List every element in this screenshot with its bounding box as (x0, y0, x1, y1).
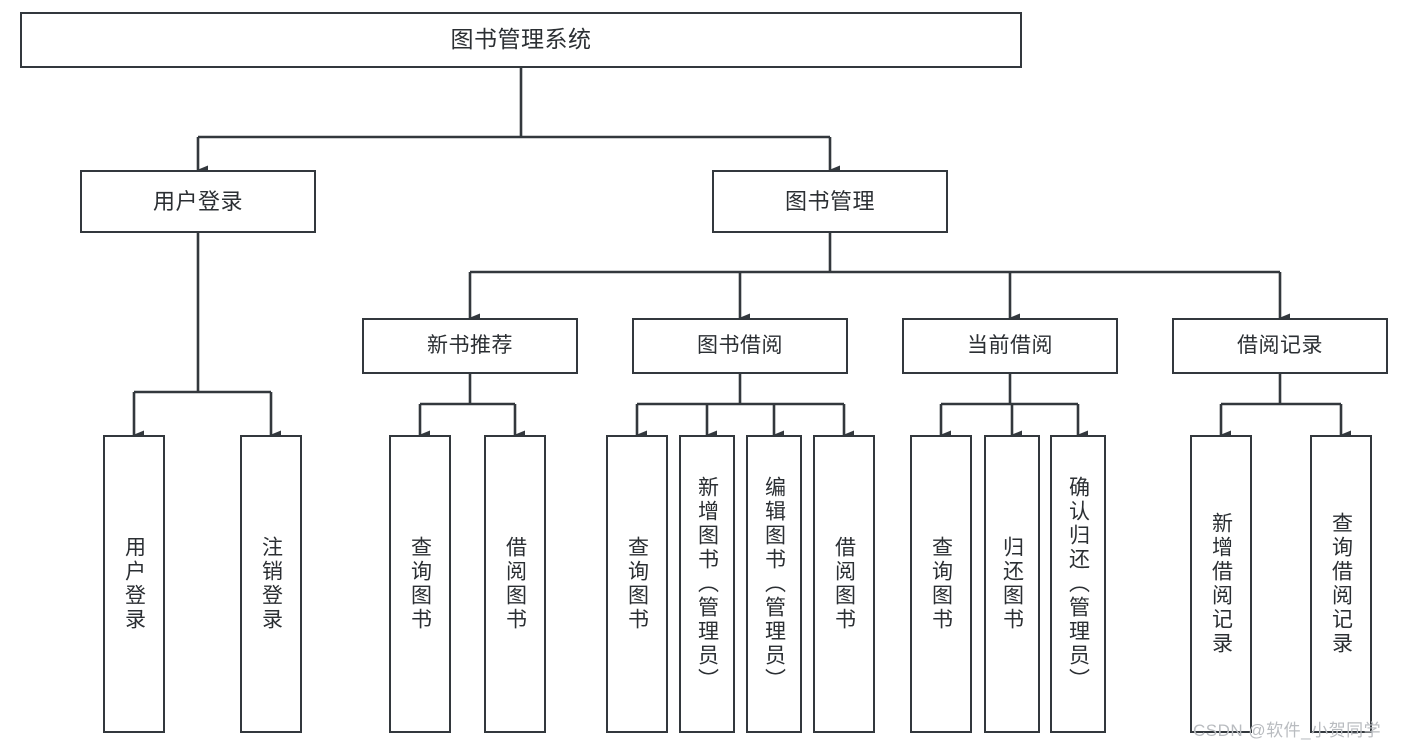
node-label: 借阅记录 (1237, 333, 1323, 357)
edge-group (132, 68, 1351, 440)
node-label: 新书推荐 (427, 333, 513, 357)
leaf-query-book-current[interactable]: 查询图书 (910, 435, 972, 733)
node-label: 新增借阅记录 (1209, 512, 1233, 656)
leaf-confirm-return-admin[interactable]: 确认归还（管理员） (1050, 435, 1106, 733)
leaf-add-borrow-record[interactable]: 新增借阅记录 (1190, 435, 1252, 733)
node-label: 新增图书（管理员） (695, 476, 719, 692)
node-current-borrow[interactable]: 当前借阅 (902, 318, 1118, 374)
node-label: 图书借阅 (697, 333, 783, 357)
leaf-return-book[interactable]: 归还图书 (984, 435, 1040, 733)
node-label: 借阅图书 (832, 536, 856, 632)
leaf-query-book-borrow[interactable]: 查询图书 (606, 435, 668, 733)
node-user-login[interactable]: 用户登录 (80, 170, 316, 233)
node-label: 注销登录 (259, 536, 283, 632)
node-label: 查询图书 (625, 536, 649, 632)
node-label: 查询图书 (929, 536, 953, 632)
leaf-add-book-admin[interactable]: 新增图书（管理员） (679, 435, 735, 733)
node-label: 图书管理系统 (450, 26, 592, 53)
node-label: 用户登录 (122, 536, 146, 632)
watermark-csdn: CSDN @软件_小贺同学 (1193, 721, 1382, 740)
node-new-book-recommend[interactable]: 新书推荐 (362, 318, 578, 374)
node-label: 查询借阅记录 (1329, 512, 1353, 656)
node-label: 用户登录 (152, 188, 243, 214)
node-label: 当前借阅 (967, 333, 1053, 357)
leaf-logout[interactable]: 注销登录 (240, 435, 302, 733)
node-borrow-record[interactable]: 借阅记录 (1172, 318, 1388, 374)
node-book-manage[interactable]: 图书管理 (712, 170, 948, 233)
leaf-user-login[interactable]: 用户登录 (103, 435, 165, 733)
node-root-system[interactable]: 图书管理系统 (20, 12, 1022, 68)
leaf-edit-book-admin[interactable]: 编辑图书（管理员） (746, 435, 802, 733)
leaf-borrow-book-recommend[interactable]: 借阅图书 (484, 435, 546, 733)
leaf-query-borrow-record[interactable]: 查询借阅记录 (1310, 435, 1372, 733)
node-label: 借阅图书 (503, 536, 527, 632)
node-book-borrow[interactable]: 图书借阅 (632, 318, 848, 374)
node-label: 编辑图书（管理员） (762, 476, 786, 692)
leaf-query-book-recommend[interactable]: 查询图书 (389, 435, 451, 733)
leaf-borrow-book[interactable]: 借阅图书 (813, 435, 875, 733)
node-label: 确认归还（管理员） (1066, 476, 1090, 692)
node-label: 查询图书 (408, 536, 432, 632)
node-label: 归还图书 (1000, 536, 1024, 632)
node-label: 图书管理 (784, 188, 875, 214)
